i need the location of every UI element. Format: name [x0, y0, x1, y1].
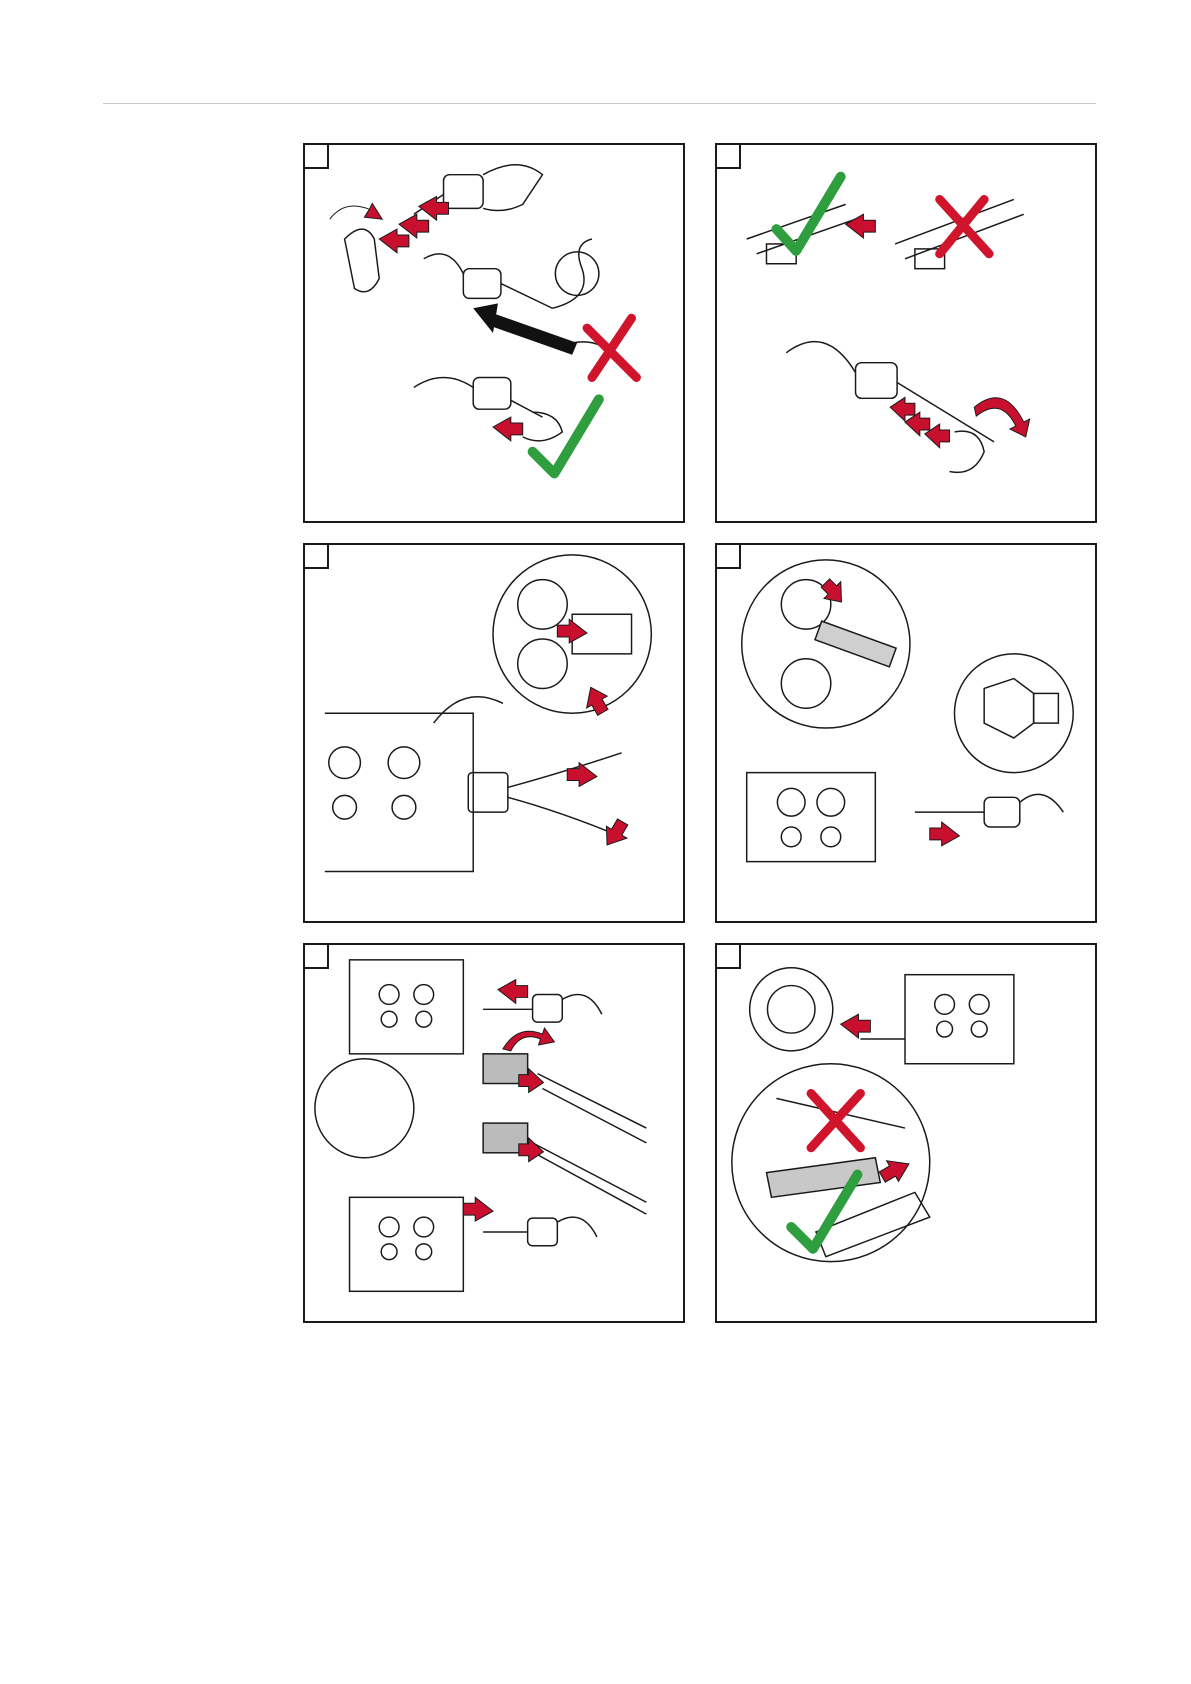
illustration-panel-3 — [303, 543, 685, 923]
step-5-illustration — [305, 945, 683, 1321]
illustration-panel-1 — [303, 143, 685, 523]
illustration-panel-4 — [715, 543, 1097, 923]
illustration-panel-5 — [303, 943, 685, 1323]
step-3-illustration — [305, 545, 683, 921]
step-1-illustration — [305, 145, 683, 521]
step-4-illustration — [717, 545, 1095, 921]
illustration-panel-2 — [715, 143, 1097, 523]
step-2-illustration — [717, 145, 1095, 521]
illustration-panel-6 — [715, 943, 1097, 1323]
step-6-illustration — [717, 945, 1095, 1321]
header-rule — [103, 103, 1096, 104]
